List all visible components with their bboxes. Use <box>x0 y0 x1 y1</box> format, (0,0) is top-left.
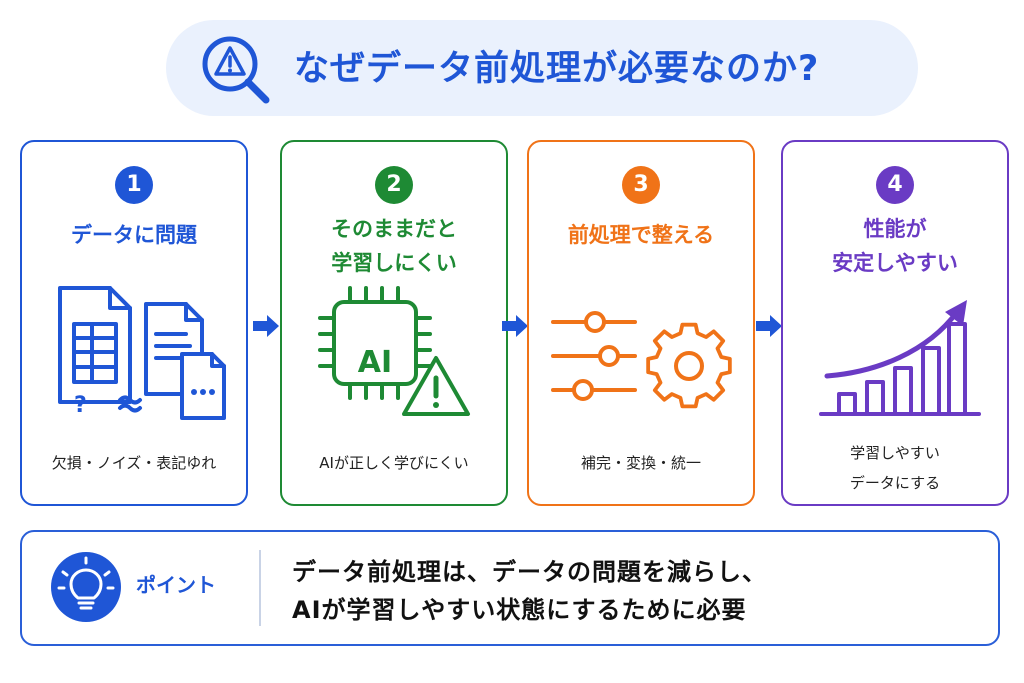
step-number-badge: 2 <box>375 166 413 204</box>
step-number-badge: 3 <box>622 166 660 204</box>
step-heading: そのままだと 学習しにくい <box>282 212 506 280</box>
sliders-gear-icon <box>551 311 732 409</box>
title-banner <box>166 20 918 116</box>
step-caption-line: AIが正しく学びにくい <box>319 454 469 472</box>
documents-icon: ? <box>58 286 226 420</box>
step-heading-line: 学習しにくい <box>331 251 457 275</box>
step-card-3: 3 前処理で整える 補完・変換・統一 <box>527 140 755 506</box>
step-heading: 性能が 安定しやすい <box>783 212 1007 280</box>
step-heading-line: 安定しやすい <box>832 251 958 275</box>
svg-text:?: ? <box>74 393 87 418</box>
step-card-1: 1 データに問題 ? 欠損・ノイズ・表記ゆれ <box>20 140 248 506</box>
growth-chart-icon <box>819 300 981 416</box>
step-caption: 補完・変換・統一 <box>529 448 753 478</box>
ai-chip-label: AI <box>357 345 393 380</box>
step-number-badge: 4 <box>876 166 914 204</box>
step-heading-line: そのままだと <box>331 217 457 241</box>
arrow-right-icon <box>502 315 528 337</box>
step-heading: 前処理で整える <box>529 218 753 252</box>
step-card-4: 4 性能が 安定しやすい 学習しやすい データにする <box>781 140 1009 506</box>
step-caption: AIが正しく学びにくい <box>282 448 506 478</box>
step-caption: 学習しやすい データにする <box>783 438 1007 498</box>
step-heading-line: 性能が <box>863 217 927 241</box>
step-heading: データに問題 <box>22 218 246 252</box>
step-number-badge: 1 <box>115 166 153 204</box>
step-caption-line: 補完・変換・統一 <box>580 454 701 472</box>
step-caption-line: 学習しやすい <box>850 444 940 462</box>
step-caption-line: 欠損・ノイズ・表記ゆれ <box>51 454 217 472</box>
point-label: ポイント <box>136 573 216 597</box>
arrow-right-icon <box>756 315 782 337</box>
arrow-right-icon <box>253 315 279 337</box>
step-card-2: 2 そのままだと 学習しにくい AI AIが正しく学びにくい <box>280 140 508 506</box>
step-heading-line: 前処理で整える <box>567 223 715 247</box>
lightbulb-icon <box>51 552 121 622</box>
point-text-line: AIが学習しやすい状態にするために必要 <box>292 596 747 624</box>
point-box <box>20 530 1000 646</box>
point-text: データ前処理は、データの問題を減らし、 AIが学習しやすい状態にするために必要 <box>292 553 767 629</box>
step-caption-line: データにする <box>849 474 941 492</box>
magnifier-warning-icon <box>202 36 270 104</box>
point-text-line: データ前処理は、データの問題を減らし、 <box>292 558 767 586</box>
step-heading-line: データに問題 <box>71 223 197 247</box>
page-title: なぜデータ前処理が必要なのか? <box>294 49 820 89</box>
ai-chip-warning-icon <box>318 286 470 416</box>
point-divider <box>259 550 261 626</box>
step-caption: 欠損・ノイズ・表記ゆれ <box>22 448 246 478</box>
